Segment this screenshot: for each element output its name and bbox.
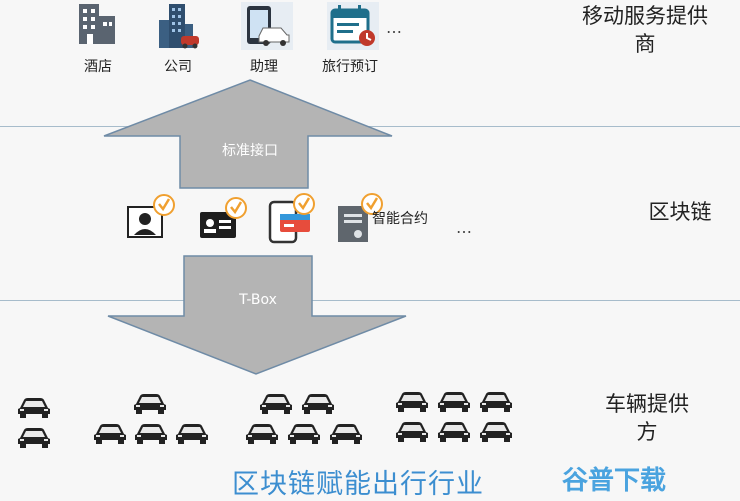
blockchain-ellipsis: … [456,218,473,237]
tbox-arrow [107,255,407,375]
tbox-label: T-Box [239,292,277,308]
id-card-check-icon [200,197,247,238]
service-label: 助理 [250,59,278,75]
service-label: 酒店 [84,59,112,75]
car-icon [436,390,472,412]
site-watermark: 谷普下载 [562,466,667,496]
car-icon [286,422,322,444]
layer-label-line: 方 [636,420,658,444]
phone-car-icon [241,2,293,50]
service-label: 旅行预订 [322,59,378,75]
car-icon [16,426,52,448]
layer-label-line: 移动服务提供 [582,4,708,28]
layer-label-line: 车辆提供 [605,392,689,416]
hotel-building-icon [79,4,115,44]
band-divider-bottom [0,300,740,301]
car-icon [300,392,336,414]
standard-interface-label: 标准接口 [222,143,278,159]
id-photo-check-icon [127,194,175,238]
car-icon [174,422,210,444]
office-tower-icon [159,4,199,49]
calendar-clock-icon [327,2,379,50]
car-icon [258,392,294,414]
car-icon [92,422,128,444]
car-icon [436,420,472,442]
footer-title: 区块链赋能出行行业 [232,469,484,500]
standard-interface-arrow [103,79,393,189]
service-label: 公司 [164,59,192,75]
smart-contract-label: 智能合约 [372,211,428,227]
car-icon [328,422,364,444]
services-ellipsis: … [386,18,403,37]
car-icon [244,422,280,444]
layer-label-blockchain: 区块链 [648,200,712,224]
car-icon [394,390,430,412]
smart-contract-check-icon [338,193,383,242]
car-icon [478,420,514,442]
mobile-card-check-icon [268,193,315,244]
car-icon [394,420,430,442]
layer-label-vehicle-providers: 车辆提供 方 [582,390,712,446]
layer-label-mobility-providers: 移动服务提供 商 [560,2,730,58]
car-icon [478,390,514,412]
band-divider-top [0,126,740,127]
car-icon [133,422,169,444]
layer-label-line: 商 [634,32,656,56]
car-icon [16,396,52,418]
car-icon [132,392,168,414]
